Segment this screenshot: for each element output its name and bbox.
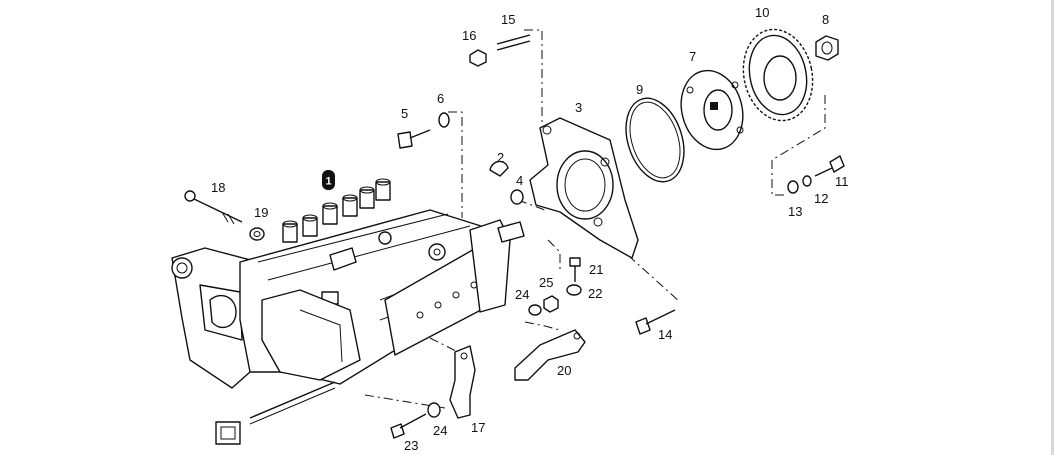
seal-ring-9 [625,97,685,183]
bolt-5 [397,129,431,149]
label-5: 5 [401,106,408,121]
nut-8 [815,35,839,61]
bracket-20 [514,329,586,381]
washer-24-top [528,304,542,316]
stud-18 [184,190,243,225]
washer-12 [802,175,812,187]
o-ring-4 [510,189,524,205]
nut-25 [543,295,559,313]
label-19: 19 [254,205,268,220]
bolt-14 [635,309,676,335]
label-7: 7 [689,49,696,64]
label-14: 14 [658,327,672,342]
svg-text:1: 1 [325,176,331,188]
label-11: 11 [835,174,849,189]
label-12: 12 [814,191,828,206]
label-16: 16 [462,28,476,43]
bracket-3 [529,117,639,259]
stud-15 [496,34,531,51]
label-24-top: 24 [515,287,529,302]
label-8: 8 [822,12,829,27]
washer-19 [249,227,265,241]
washer-6 [438,112,450,128]
label-17: 17 [471,420,485,435]
delivery-valves [282,178,391,243]
bolt-11 [814,155,845,177]
bracket-17 [449,345,476,419]
label-9: 9 [636,82,643,97]
nut-16 [469,49,487,67]
part-number-labels: 2 3 4 5 6 7 8 9 10 11 12 13 14 15 16 17 … [211,5,849,453]
label-18: 18 [211,180,225,195]
label-22: 22 [588,286,602,301]
callout-part-1: 1 [322,170,335,190]
bolt-21 [569,257,581,282]
washer-24-bottom [427,402,441,418]
label-10: 10 [755,5,769,20]
washer-22 [566,284,582,296]
label-23: 23 [404,438,418,453]
vertical-scrollbar[interactable] [1051,0,1054,455]
label-6: 6 [437,91,444,106]
washer-13 [787,180,799,194]
bolt-23 [390,413,427,439]
assembly-lines [364,29,826,409]
label-24-bottom: 24 [433,423,447,438]
label-2: 2 [497,150,504,165]
label-4: 4 [516,173,523,188]
gear-10 [742,28,814,122]
hub-7 [680,69,744,151]
label-25: 25 [539,275,553,290]
injection-pump-body [171,178,525,445]
label-21: 21 [589,262,603,277]
label-3: 3 [575,100,582,115]
key-2 [489,160,509,177]
label-15: 15 [501,12,515,27]
label-13: 13 [788,204,802,219]
label-20: 20 [557,363,571,378]
